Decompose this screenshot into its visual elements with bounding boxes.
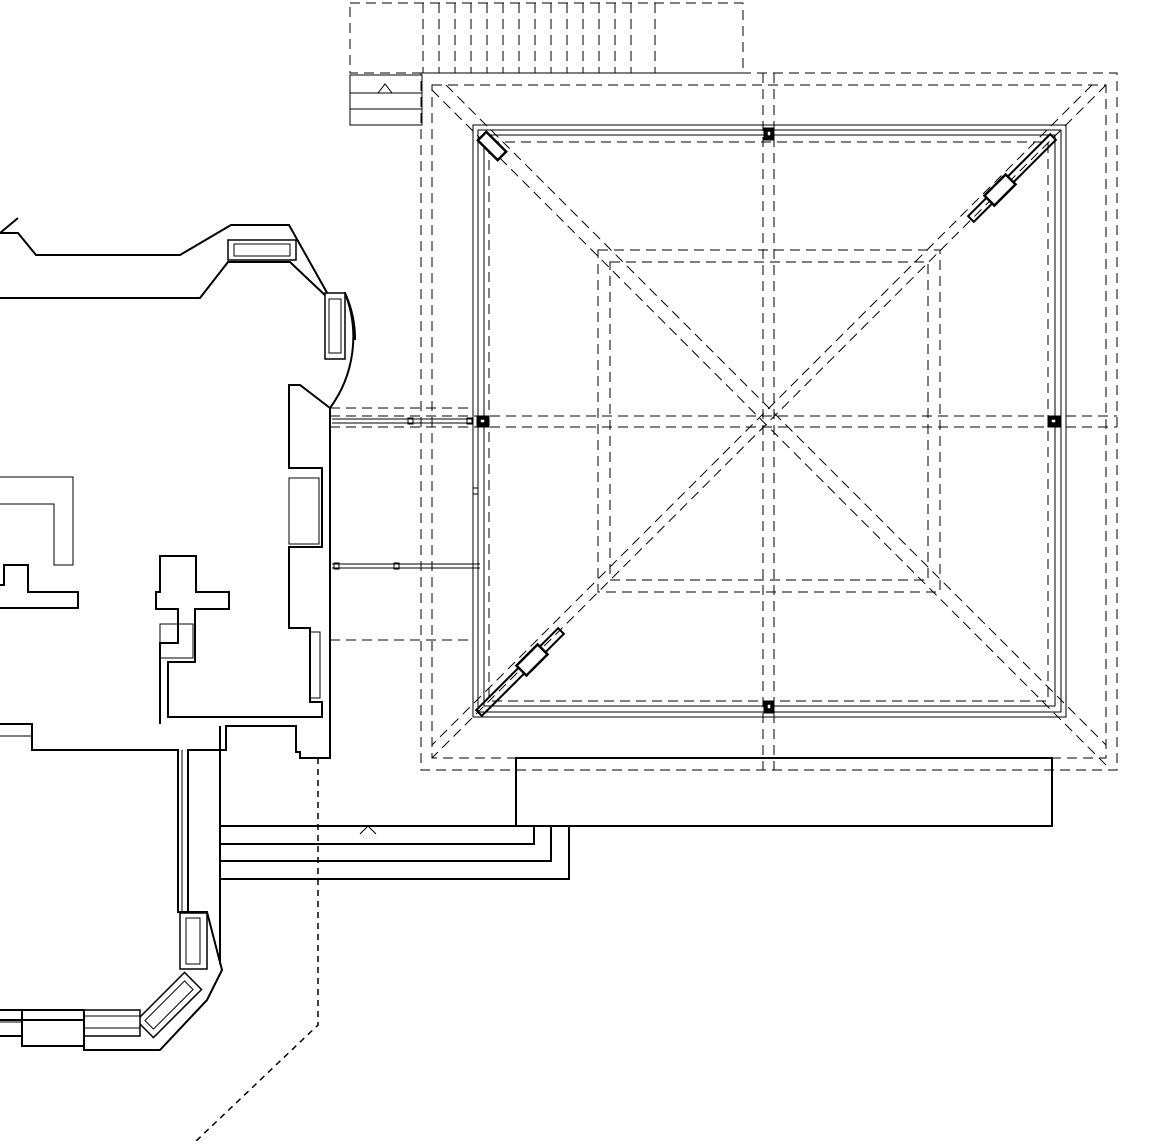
window bbox=[83, 1009, 141, 1037]
pavilion bbox=[330, 72, 1118, 771]
steps bbox=[220, 825, 570, 880]
existing-house bbox=[0, 217, 357, 1051]
corner-brace bbox=[474, 626, 566, 718]
window bbox=[227, 239, 297, 261]
platform-edge bbox=[472, 124, 1067, 718]
corner-brace bbox=[476, 130, 508, 162]
roof-eave-outer bbox=[420, 72, 1118, 771]
up-arrow-icon bbox=[359, 825, 377, 835]
boundary-line bbox=[193, 758, 319, 1144]
up-arrow-icon bbox=[377, 83, 393, 94]
corner-brace bbox=[966, 132, 1058, 224]
window bbox=[324, 292, 346, 360]
window bbox=[179, 912, 208, 970]
window bbox=[135, 971, 203, 1039]
roof-lantern bbox=[597, 249, 941, 593]
stair-flight bbox=[349, 2, 744, 74]
stair-landing bbox=[349, 74, 423, 126]
window bbox=[309, 631, 321, 699]
bench bbox=[515, 757, 1053, 827]
window bbox=[288, 477, 320, 545]
connector-walkway bbox=[330, 407, 480, 641]
